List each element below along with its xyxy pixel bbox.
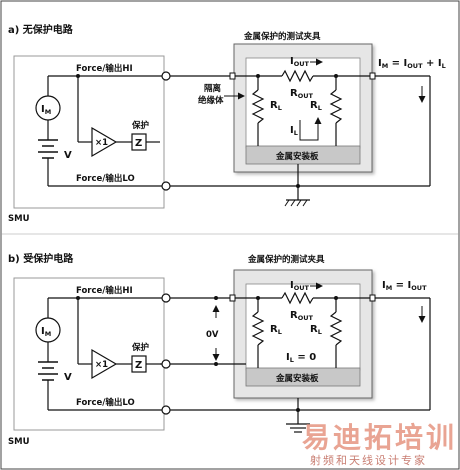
panel-guarded: b) 受保护电路 SMU 金属保护的测试夹具 金属安装板 Force/输出HI … xyxy=(8,252,431,447)
buffer-amp-b xyxy=(91,348,118,380)
svg-text:IM: IM xyxy=(41,326,51,338)
r-out-label-a: ROUT xyxy=(290,88,314,100)
rl-left-label-a: RL xyxy=(270,100,282,112)
i-out-label-a: IOUT xyxy=(290,56,310,68)
plate-label-a: 金属安装板 xyxy=(275,151,319,162)
rl-right-label-a: RL xyxy=(310,100,322,112)
panel-b-title: b) 受保护电路 xyxy=(8,252,74,265)
force-hi-label-a: Force/输出HI xyxy=(76,63,133,74)
guard-label-a: 保护 xyxy=(131,120,150,131)
watermark-sub: 射频和天线设计专家 xyxy=(310,453,427,467)
v-label-a: V xyxy=(64,150,72,161)
force-lo-label-a: Force/输出LO xyxy=(76,173,135,184)
buffer-amp-a xyxy=(91,126,118,158)
zero-volt-label: 0V xyxy=(206,330,219,340)
rl-right-resistor-a xyxy=(329,89,343,124)
insulator-label-a: 隔离 xyxy=(204,83,222,94)
rl-right-label-b: RL xyxy=(310,324,322,336)
v-label-b: V xyxy=(64,372,72,383)
rl-right-resistor-b xyxy=(329,311,343,346)
guard-label-b: 保护 xyxy=(131,342,150,353)
insulator-label-a2: 绝缘体 xyxy=(198,95,224,106)
smu-label-a: SMU xyxy=(8,214,30,224)
metal-plate-b xyxy=(245,367,361,387)
plate-label-b: 金属安装板 xyxy=(275,373,319,384)
r-out-label-b: ROUT xyxy=(290,310,314,322)
smu-label-b: SMU xyxy=(8,437,30,447)
rl-left-label-b: RL xyxy=(270,324,282,336)
rl-left-resistor-b xyxy=(251,311,265,346)
smu-box-b xyxy=(13,277,165,431)
terminal-hi-a xyxy=(161,71,171,81)
equation-a: IM = IOUT + IL xyxy=(378,58,446,70)
svg-text:IM: IM xyxy=(41,104,51,116)
r-out-resistor-a xyxy=(281,69,314,83)
panel-unguarded: a) 无保护电路 SMU 金属保护的测试夹具 金属安装板 Force/输出HI … xyxy=(8,23,446,224)
i-l-label-a: IL xyxy=(290,125,298,137)
svg-text:×1: ×1 xyxy=(95,138,108,148)
terminal-hi-b xyxy=(161,293,171,303)
svg-text:×1: ×1 xyxy=(95,360,108,370)
force-hi-label-b: Force/输出HI xyxy=(76,285,133,296)
metal-plate-a xyxy=(245,145,361,165)
fixture-inner-a xyxy=(245,57,361,149)
fixture-title-b: 金属保护的测试夹具 xyxy=(247,254,325,265)
r-out-resistor-b xyxy=(281,291,314,305)
terminal-lo-b xyxy=(161,405,171,415)
terminal-lo-a xyxy=(161,181,171,191)
equation-b: IM = IOUT xyxy=(382,280,427,292)
panel-a-title: a) 无保护电路 xyxy=(8,23,74,36)
watermark: 易迪拓培训 射频和天线设计专家 xyxy=(302,421,457,467)
rl-left-resistor-a xyxy=(251,89,265,124)
force-lo-label-b: Force/输出LO xyxy=(76,397,135,408)
svg-text:Z: Z xyxy=(135,138,142,149)
i-l-label-b: IL = 0 xyxy=(286,352,316,364)
i-out-label-b: IOUT xyxy=(290,280,310,292)
fixture-title-a: 金属保护的测试夹具 xyxy=(243,31,321,42)
terminal-guard-b xyxy=(161,359,171,369)
smu-box-a xyxy=(13,55,165,209)
svg-text:Z: Z xyxy=(135,360,142,371)
watermark-main: 易迪拓培训 xyxy=(302,421,457,454)
